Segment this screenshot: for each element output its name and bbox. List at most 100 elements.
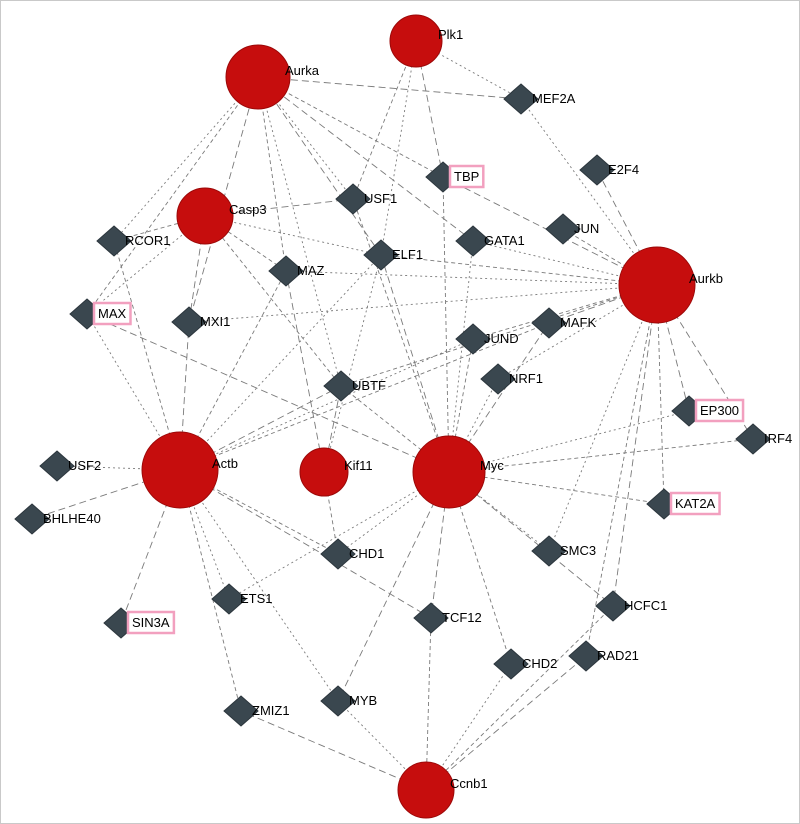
edge-Aurkb-IRF4	[656, 284, 754, 440]
node-label-ZMIZ1: ZMIZ1	[252, 703, 290, 718]
node-NRF1[interactable]	[480, 363, 516, 395]
node-label-MEF2A: MEF2A	[532, 91, 576, 106]
edge-Actb-JUND	[179, 338, 474, 471]
node-label-SMC3: SMC3	[560, 543, 596, 558]
node-USF1[interactable]	[335, 183, 371, 215]
node-JUND[interactable]	[455, 323, 491, 355]
node-ELF1[interactable]	[363, 239, 399, 271]
node-TCF12[interactable]	[413, 602, 449, 634]
node-label-Plk1: Plk1	[438, 27, 463, 42]
edge-Aurka-GATA1	[257, 76, 474, 242]
node-label-ETS1: ETS1	[240, 591, 273, 606]
node-label-NRF1: NRF1	[509, 371, 543, 386]
node-ETS1[interactable]	[211, 583, 247, 615]
node-Myc[interactable]	[412, 435, 486, 509]
edge-Aurkb-MEF2A	[520, 98, 658, 286]
highlight-box-EP300	[694, 398, 745, 423]
node-RCOR1[interactable]	[96, 225, 132, 257]
edge-Myc-CHD1	[337, 471, 450, 555]
edge-Aurkb-MXI1	[188, 284, 658, 323]
node-label-ELF1: ELF1	[392, 247, 423, 262]
edge-Ccnb1-RAD21	[425, 655, 587, 791]
edge-Aurkb-MAZ	[285, 270, 658, 286]
edge-Aurka-MAZ	[257, 76, 287, 272]
node-Plk1[interactable]	[389, 14, 443, 68]
node-label-CHD1: CHD1	[349, 546, 384, 561]
node-MYB[interactable]	[320, 685, 356, 717]
node-label-BHLHE40: BHLHE40	[43, 511, 101, 526]
highlight-box-TBP	[448, 164, 485, 189]
node-label-Ccnb1: Ccnb1	[450, 776, 488, 791]
node-layer	[14, 14, 771, 819]
node-label-Myc: Myc	[480, 458, 504, 473]
edge-Kif11-ELF1	[323, 254, 382, 473]
node-HCFC1[interactable]	[595, 590, 631, 622]
highlight-box-MAX	[92, 301, 132, 326]
node-GATA1[interactable]	[455, 225, 491, 257]
node-label-USF1: USF1	[364, 191, 397, 206]
edge-Ccnb1-ZMIZ1	[240, 710, 427, 791]
node-label-Actb: Actb	[212, 456, 238, 471]
node-CHD1[interactable]	[320, 538, 356, 570]
node-label-HCFC1: HCFC1	[624, 598, 667, 613]
edge-Aurkb-UBTF	[340, 284, 658, 387]
node-UBTF[interactable]	[323, 370, 359, 402]
node-label-GATA1: GATA1	[484, 233, 525, 248]
node-label-IRF4: IRF4	[764, 431, 792, 446]
node-CHD2[interactable]	[493, 648, 529, 680]
node-SMC3[interactable]	[531, 535, 567, 567]
edge-Ccnb1-TCF12	[425, 617, 432, 791]
node-Actb[interactable]	[141, 431, 219, 509]
node-E2F4[interactable]	[579, 154, 615, 186]
edge-Myc-GATA1	[448, 240, 474, 473]
node-label-JUN: JUN	[574, 221, 599, 236]
node-label-Aurkb: Aurkb	[689, 271, 723, 286]
node-MAZ[interactable]	[268, 255, 304, 287]
node-label-Aurka: Aurka	[285, 63, 320, 78]
edge-Actb-TCF12	[179, 469, 432, 619]
edge-Myc-MAX	[86, 313, 450, 473]
node-label-USF2: USF2	[68, 458, 101, 473]
node-BHLHE40[interactable]	[14, 503, 50, 535]
node-JUN[interactable]	[545, 213, 581, 245]
node-IRF4[interactable]	[735, 423, 771, 455]
edge-Casp3-UBTF	[204, 215, 342, 387]
edge-Actb-ELF1	[179, 254, 382, 471]
edge-Myc-CHD2	[448, 471, 512, 665]
node-label-RAD21: RAD21	[597, 648, 639, 663]
edge-Aurka-UBTF	[257, 76, 342, 387]
highlight-box-KAT2A	[669, 491, 721, 516]
node-RAD21[interactable]	[568, 640, 604, 672]
edge-Aurka-TBP	[257, 76, 444, 178]
node-MEF2A[interactable]	[503, 83, 539, 115]
node-label-CHD2: CHD2	[522, 656, 557, 671]
edge-Plk1-ELF1	[380, 40, 417, 256]
node-Kif11[interactable]	[299, 447, 349, 497]
edge-Myc-EP300	[448, 410, 690, 473]
edge-Aurkb-MAFK	[548, 284, 658, 324]
edge-Myc-ELF1	[380, 254, 450, 473]
node-Ccnb1[interactable]	[397, 761, 455, 819]
node-ZMIZ1[interactable]	[223, 695, 259, 727]
node-Casp3[interactable]	[176, 187, 234, 245]
edge-Myc-TBP	[442, 176, 450, 473]
node-Aurkb[interactable]	[618, 246, 696, 324]
edge-Ccnb1-HCFC1	[425, 605, 614, 791]
edge-Myc-MYB	[337, 471, 450, 702]
edge-Actb-UBTF	[179, 385, 342, 471]
node-label-Casp3: Casp3	[229, 202, 267, 217]
edge-Myc-IRF4	[448, 438, 754, 473]
node-USF2[interactable]	[39, 450, 75, 482]
node-label-JUND: JUND	[484, 331, 519, 346]
edge-Aurka-MAX	[86, 76, 259, 315]
node-MXI1[interactable]	[171, 306, 207, 338]
edge-Kif11-MAZ	[285, 270, 325, 473]
node-label-E2F4: E2F4	[608, 162, 639, 177]
node-MAFK[interactable]	[531, 307, 567, 339]
node-Aurka[interactable]	[225, 44, 291, 110]
node-label-RCOR1: RCOR1	[125, 233, 171, 248]
node-label-MAFK: MAFK	[560, 315, 596, 330]
edge-Myc-ETS1	[228, 471, 450, 600]
edge-Myc-MAFK	[448, 322, 550, 473]
